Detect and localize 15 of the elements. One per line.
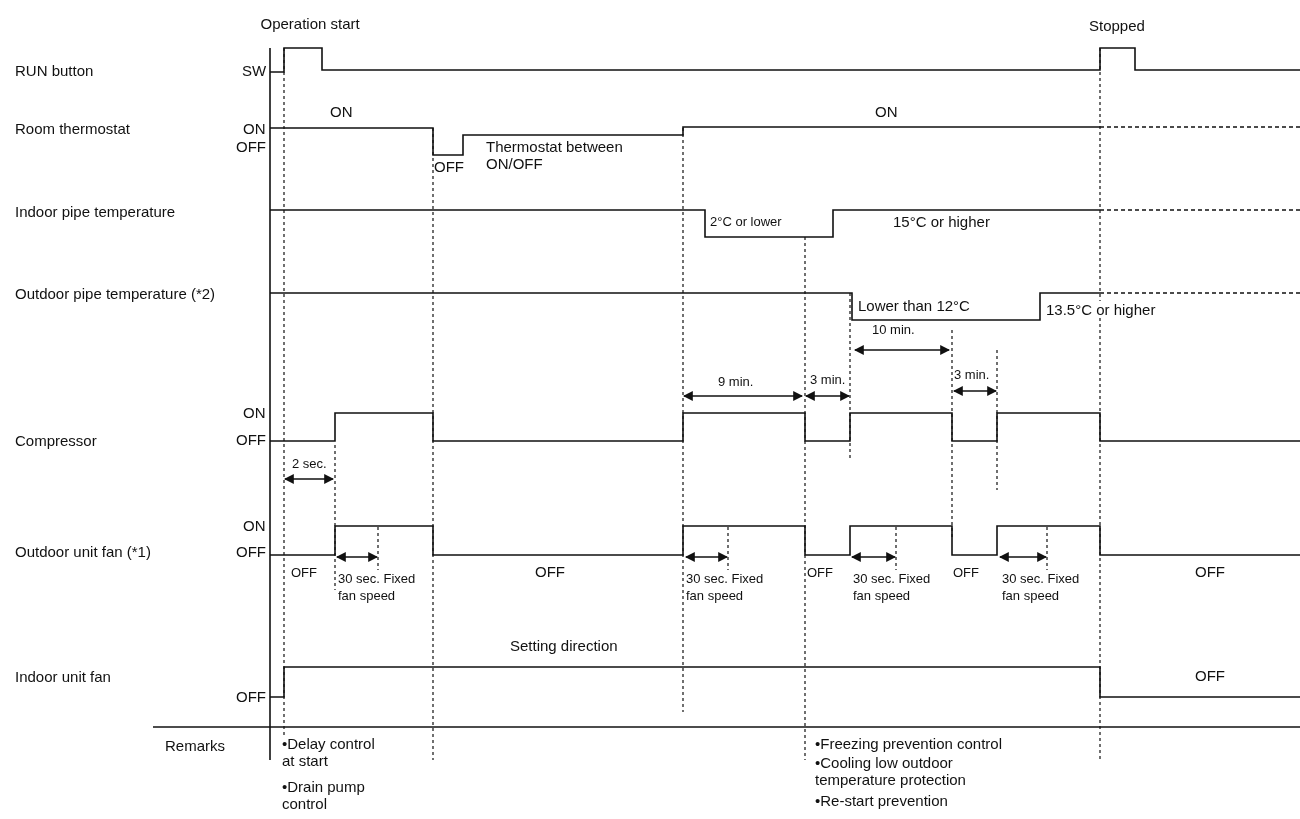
event-label: Stopped [1089,17,1145,34]
event-label: Operation start [260,15,360,32]
signal-label: Outdoor pipe temperature (*2) [15,285,216,302]
signal-label: Room thermostat [15,120,131,137]
condition-label: 15°C or higher [893,213,990,230]
remark-text: •Freezing prevention control [815,735,1003,752]
condition-label: 13.5°C or higher [1046,301,1156,318]
row-heading: Remarks [165,737,225,754]
remark-text: •Re-start prevention [815,792,948,809]
signal-label: Outdoor unit fan (*1) [15,543,151,560]
signal-label: Indoor unit fan [15,668,111,685]
signal-label: RUN button [15,62,94,79]
condition-label: Lower than 12°C [858,297,970,314]
note-text: Setting direction [510,637,618,654]
signal-label: Indoor pipe temperature [15,203,176,220]
